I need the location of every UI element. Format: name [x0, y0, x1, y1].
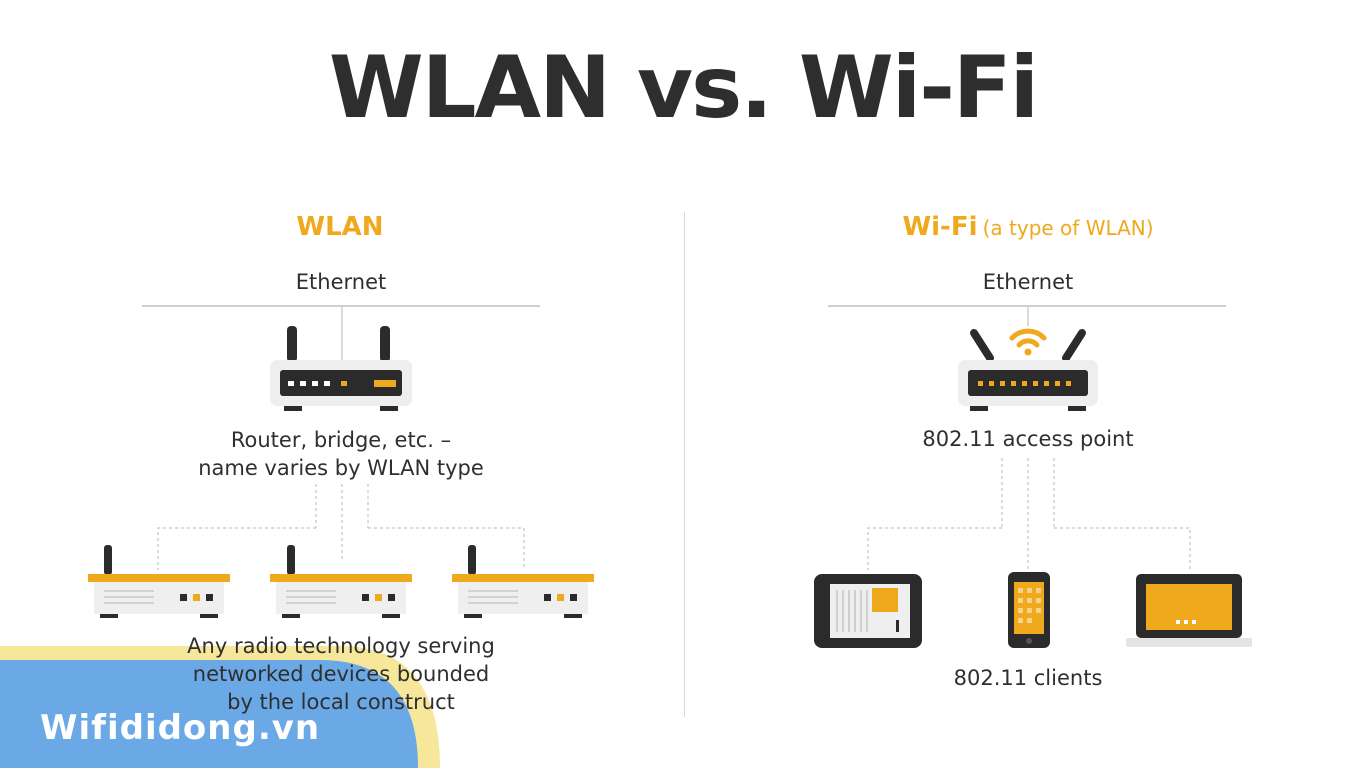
tablet-icon: [814, 574, 922, 648]
wlan-nodes-label-line-3: by the local construct: [227, 690, 455, 714]
router-label-line-1: Router, bridge, etc. –: [230, 428, 452, 452]
watermark-text: Wifididong.vn: [40, 708, 321, 748]
phone-icon: [1008, 572, 1050, 648]
page-title: WLAN vs. Wi-Fi: [328, 38, 1039, 138]
wifi-heading: Wi-Fi: [902, 212, 978, 242]
router-label-line-2: name varies by WLAN type: [198, 456, 484, 480]
router-icon: [270, 326, 412, 411]
wlan-heading: WLAN: [296, 212, 384, 242]
wlan-node-icon-2: [270, 545, 412, 618]
wlan-nodes-label-line-1: Any radio technology serving: [187, 634, 495, 658]
access-point-icon: [958, 328, 1098, 411]
router-label: Router, bridge, etc. – name varies by WL…: [0, 426, 682, 482]
wlan-nodes-label: Any radio technology serving networked d…: [0, 632, 682, 716]
wlan-node-icon-3: [452, 545, 594, 618]
laptop-icon: [1126, 574, 1252, 647]
watermark-shape: [0, 646, 440, 768]
clients-label: 802.11 clients: [953, 666, 1103, 690]
left-ethernet-label: Ethernet: [295, 270, 387, 294]
right-dashed-links: [867, 458, 1191, 570]
wlan-nodes-label-line-2: networked devices bounded: [192, 662, 490, 686]
right-ethernet-label: Ethernet: [982, 270, 1074, 294]
center-divider: [684, 212, 685, 717]
access-point-label: 802.11 access point: [922, 427, 1134, 451]
left-dashed-links: [157, 484, 525, 570]
wifi-heading-group: Wi-Fi (a type of WLAN): [690, 212, 1366, 242]
wifi-heading-note: (a type of WLAN): [982, 216, 1154, 240]
wlan-node-icon-1: [88, 545, 230, 618]
